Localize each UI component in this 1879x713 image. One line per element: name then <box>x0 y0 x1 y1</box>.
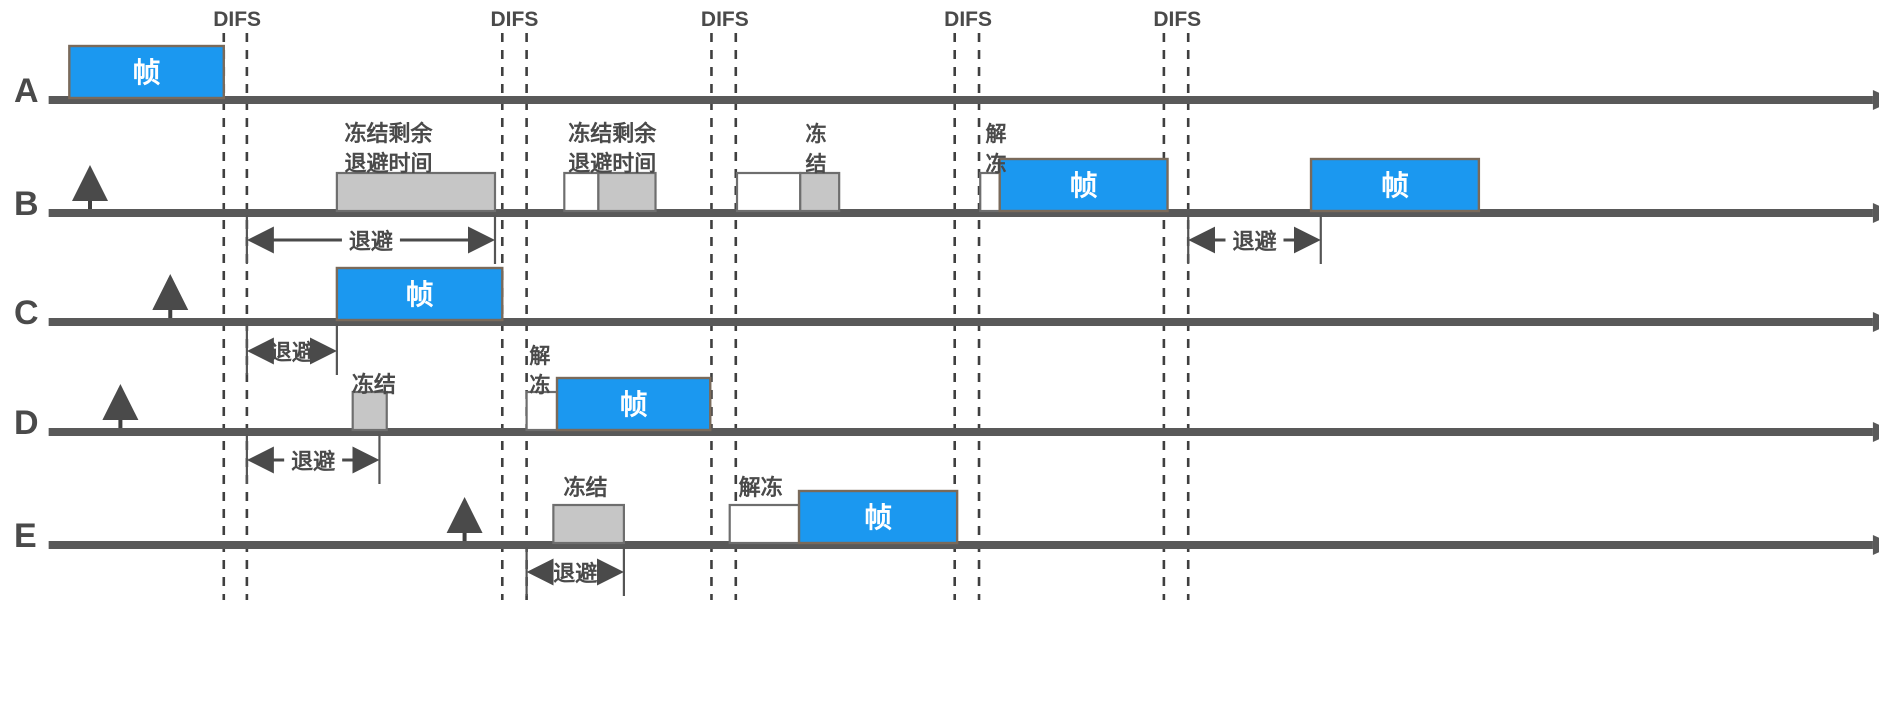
annotation-label: 解 <box>985 122 1006 146</box>
frame-block <box>555 376 712 432</box>
row-b: Bt帧帧冻结剩余退避时间冻结剩余退避时间冻结解冻 <box>14 121 1879 223</box>
annotation-label: 冻 <box>529 373 550 397</box>
annotation-label: 退避时间 <box>568 151 656 177</box>
annotation-label: 冻 <box>985 152 1006 176</box>
backoff-label: 退避 <box>1232 229 1276 255</box>
row-c: Ct帧 <box>14 266 1879 332</box>
annotation-label: 冻结 <box>352 372 396 398</box>
difs-label: DIFS <box>213 8 261 31</box>
annotation-label: 冻 <box>805 122 826 146</box>
empty-block <box>563 171 600 213</box>
difs-marker-4: DIFS <box>944 8 992 600</box>
frozen-block <box>597 171 657 213</box>
frozen-block <box>552 503 626 545</box>
axis-arrowhead <box>1872 535 1879 555</box>
frame-block-label: 帧 <box>1381 169 1409 202</box>
difs-label: DIFS <box>701 8 749 31</box>
row-label-d: D <box>14 404 39 442</box>
annotation-label: 冻结 <box>563 475 607 501</box>
frozen-block <box>351 390 388 432</box>
backoff-label: 退避 <box>291 449 335 475</box>
frame-block-label: 帧 <box>864 501 892 534</box>
backoff-measure-b-1: 退避 <box>245 215 497 264</box>
frame-block-label: 帧 <box>406 278 434 311</box>
backoff-label: 退避 <box>553 561 597 587</box>
difs-label: DIFS <box>1153 8 1201 31</box>
difs-marker-1: DIFS <box>213 8 261 600</box>
axis-arrowhead <box>1872 312 1879 332</box>
row-label-e: E <box>14 517 37 555</box>
backoff-label: 退避 <box>349 229 393 255</box>
row-a: At帧 <box>14 44 1879 110</box>
empty-block <box>979 171 1001 213</box>
row-label-a: A <box>14 72 39 110</box>
difs-label: DIFS <box>491 8 539 31</box>
row-label-b: B <box>14 185 39 223</box>
backoff-measure-e-1: 退避 <box>525 547 626 596</box>
empty-block <box>525 390 559 432</box>
frame-block-label: 帧 <box>133 56 161 89</box>
frozen-block <box>335 171 497 213</box>
annotation-label: 结 <box>805 152 826 176</box>
row-e: Et帧冻结解冻 <box>14 475 1879 555</box>
frame-block <box>335 266 504 322</box>
axis-arrowhead <box>1872 203 1879 223</box>
row-d: Dt帧冻结解冻 <box>14 344 1879 442</box>
frame-block <box>1309 157 1481 213</box>
difs-marker-3: DIFS <box>701 8 749 600</box>
empty-block <box>735 171 802 213</box>
difs-marker-2: DIFS <box>491 8 539 600</box>
annotation-label: 退避时间 <box>345 151 433 177</box>
difs-label: DIFS <box>944 8 992 31</box>
frame-block-label: 帧 <box>1070 169 1098 202</box>
frame-block <box>998 157 1169 213</box>
frame-block <box>797 489 959 545</box>
axis-arrowhead <box>1872 422 1879 442</box>
backoff-measure-c-1: 退避 <box>245 324 338 375</box>
backoff-measure-d-1: 退避 <box>245 434 381 484</box>
row-label-c: C <box>14 294 39 332</box>
difs-marker-5: DIFS <box>1153 8 1201 600</box>
annotation-label: 解 <box>529 344 550 368</box>
backoff-label: 退避 <box>270 340 314 366</box>
axis-arrowhead <box>1872 90 1879 110</box>
frame-block <box>68 44 225 100</box>
frozen-block <box>799 171 841 213</box>
annotation-label: 冻结剩余 <box>345 121 434 147</box>
annotation-label: 解冻 <box>739 475 783 501</box>
frame-block-label: 帧 <box>620 388 648 421</box>
annotation-label: 冻结剩余 <box>568 121 657 147</box>
empty-block <box>728 503 801 545</box>
backoff-measure-b-2: 退避 <box>1187 215 1322 264</box>
